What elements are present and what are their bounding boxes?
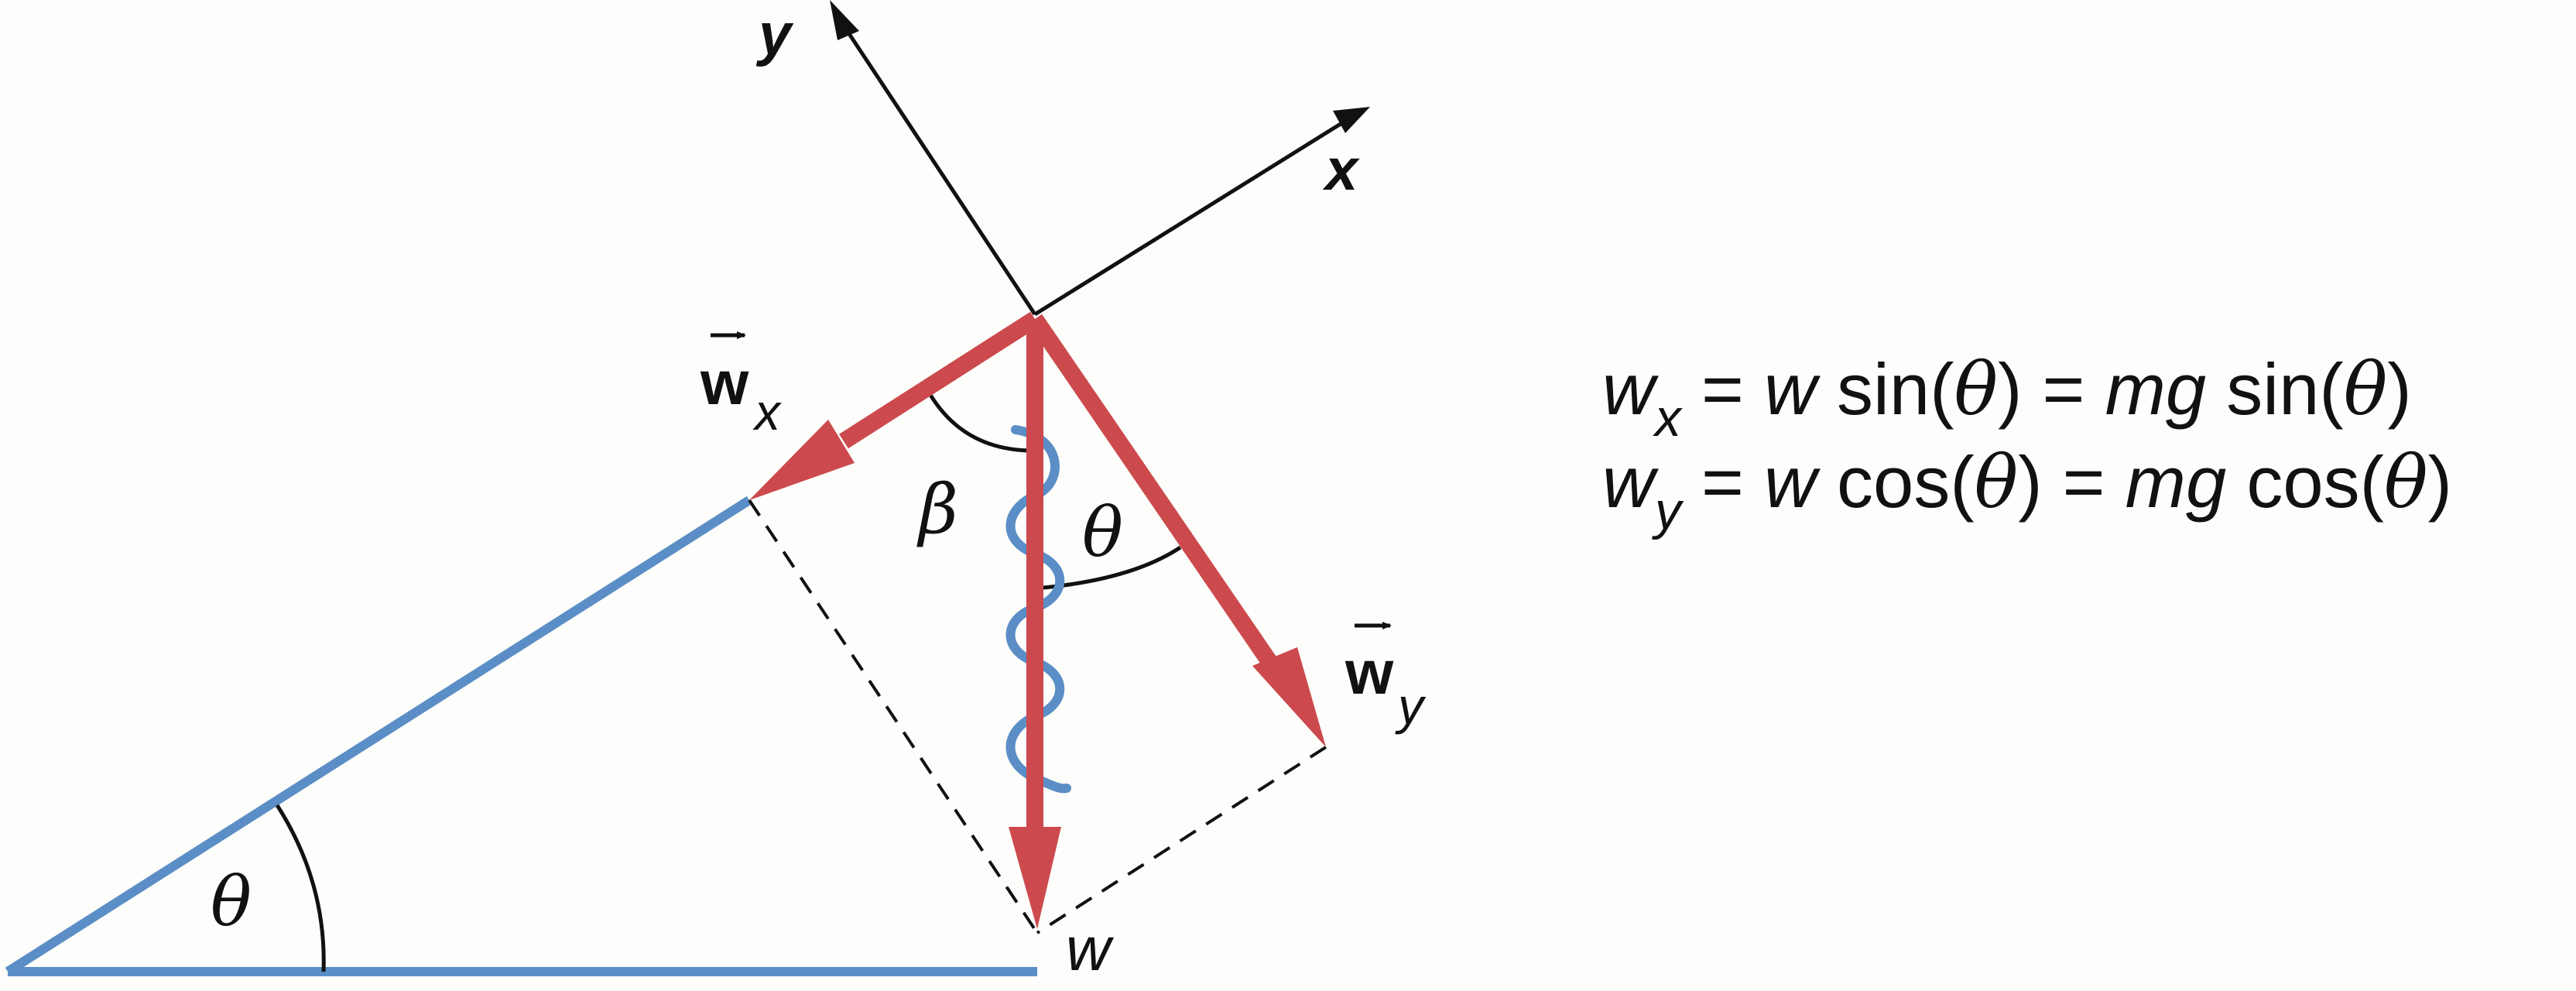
eq2-close-2: ) xyxy=(2428,441,2452,523)
theta-incline-label: θ xyxy=(211,862,252,941)
dashed-line-wy-to-w xyxy=(1036,746,1327,934)
wy-vector-label: w y xyxy=(1345,622,1427,735)
y-axis-arrowhead xyxy=(830,0,859,40)
eq2-cos-open: cos( xyxy=(1817,441,1975,523)
eq1-sin-open: sin( xyxy=(1817,348,1954,430)
eq1-theta: θ xyxy=(1954,348,1999,432)
eq2-cos-open-2: cos( xyxy=(2226,441,2384,523)
wx-label-symbol: w xyxy=(700,348,749,417)
x-axis-label: x xyxy=(1322,137,1360,203)
eq1-lhs: w xyxy=(1602,348,1659,430)
eq1-theta-2: θ xyxy=(2344,348,2388,432)
eq1-equals-1: = xyxy=(1681,348,1764,430)
wx-vector-arrowhead xyxy=(749,420,855,500)
beta-label: β xyxy=(916,469,958,549)
force-vectors xyxy=(749,311,1326,929)
incline xyxy=(5,496,1037,976)
eq1-equals-2: = xyxy=(2022,348,2105,430)
wy-vector-shaft xyxy=(1027,314,1290,685)
eq2-close: ) xyxy=(2018,441,2042,523)
x-axis-arrowhead xyxy=(1333,107,1370,133)
w-vector-arrowhead xyxy=(1009,827,1061,929)
wx-vector-shaft xyxy=(839,311,1040,449)
eq2-mg: mg xyxy=(2126,441,2227,523)
component-construction-lines xyxy=(748,499,1327,934)
svg-text:wy = w cos(θ) = mg cos(θ): wy = w cos(θ) = mg cos(θ) xyxy=(1602,441,2452,540)
beta-angle-arc xyxy=(928,393,1030,453)
dashed-line-wx-to-w xyxy=(748,499,1039,934)
eq2-theta: θ xyxy=(1975,441,2019,525)
eq2-theta-2: θ xyxy=(2384,441,2428,525)
y-axis-line xyxy=(834,12,1037,316)
theta-weight-label: θ xyxy=(1082,492,1123,572)
eq1-close-2: ) xyxy=(2387,348,2411,430)
incline-angle-arc xyxy=(275,804,326,972)
wx-vector-label: w x xyxy=(700,331,782,441)
equation-wx: wx = w sin(θ) = mg sin(θ) xyxy=(1602,348,2412,447)
w-vector-label: w xyxy=(1066,914,1115,983)
x-axis-line xyxy=(1033,118,1348,317)
wy-label-subscript: y xyxy=(1395,677,1427,735)
eq1-mg: mg xyxy=(2105,348,2207,430)
wy-vector-arrowhead xyxy=(1252,647,1326,747)
svg-text:wx = w sin(θ) = mg sin(θ): wx = w sin(θ) = mg sin(θ) xyxy=(1602,348,2412,447)
eq2-w: w xyxy=(1764,441,1821,523)
eq2-lhs-sub: y xyxy=(1652,482,1684,540)
eq2-equals-1: = xyxy=(1681,441,1764,523)
wx-label-subscript: x xyxy=(752,383,782,441)
eq2-equals-2: = xyxy=(2043,441,2126,523)
incline-slope-line xyxy=(5,496,752,976)
coordinate-axes xyxy=(830,0,1370,317)
eq1-w: w xyxy=(1764,348,1821,430)
eq1-lhs-sub: x xyxy=(1653,389,1683,447)
y-axis-label: y xyxy=(755,2,794,67)
equation-wy: wy = w cos(θ) = mg cos(θ) xyxy=(1602,441,2452,540)
eq2-lhs: w xyxy=(1602,441,1659,523)
eq1-sin-open-2: sin( xyxy=(2206,348,2344,430)
eq1-close: ) xyxy=(1998,348,2022,430)
wy-label-symbol: w xyxy=(1345,638,1394,707)
